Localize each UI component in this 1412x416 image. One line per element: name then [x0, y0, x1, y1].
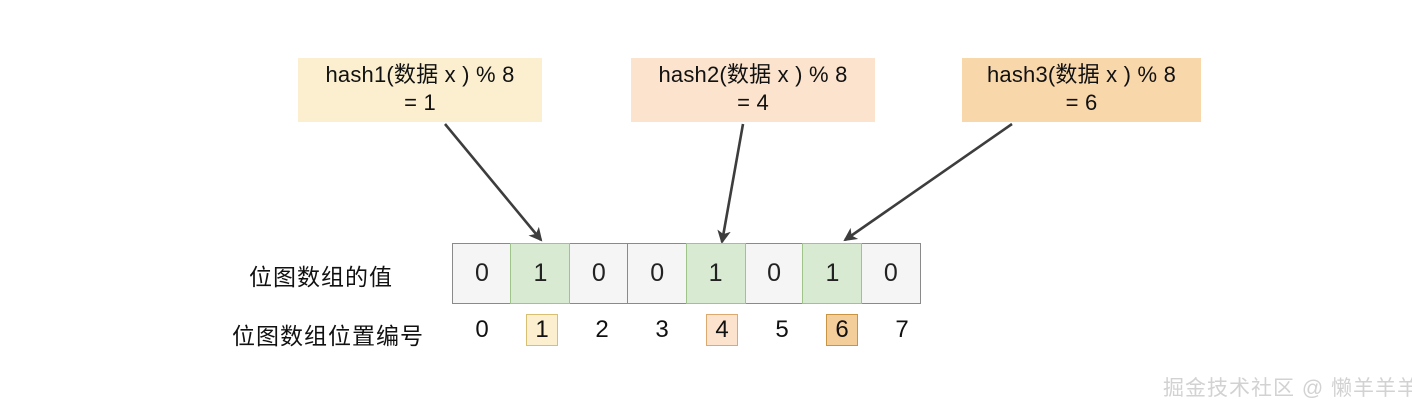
hash3-result: = 6	[1065, 90, 1098, 115]
hash2-label-box: hash2(数据 x ) % 8 = 4	[631, 58, 875, 122]
index-text-3: 3	[655, 316, 669, 343]
bit-cell-6[interactable]: 1	[802, 243, 863, 304]
bitmap-array: 0 1 0 0 1 0 1 0	[452, 243, 921, 304]
hash2-result: = 4	[737, 90, 769, 115]
bitmap-values-row-label: 位图数组的值	[249, 264, 393, 290]
hash3-expression: hash3(数据 x ) % 8	[986, 61, 1177, 87]
index-label-0: 0	[452, 313, 512, 347]
index-text-1: 1	[526, 314, 558, 346]
arrow-hash3-to-bit6	[843, 122, 1013, 242]
arrow-hash1-to-bit1	[443, 123, 543, 242]
bit-cell-3[interactable]: 0	[627, 243, 688, 304]
bitmap-index-row: 0 1 2 3 4 5 6 7	[452, 313, 932, 347]
index-label-7: 7	[872, 313, 932, 347]
index-text-7: 7	[895, 316, 909, 343]
hash1-label-box: hash1(数据 x ) % 8 = 1	[298, 58, 542, 122]
index-label-6: 6	[812, 313, 872, 347]
index-text-6: 6	[826, 314, 858, 346]
hash3-label-box: hash3(数据 x ) % 8 = 6	[962, 58, 1201, 122]
index-label-5: 5	[752, 313, 812, 347]
bit-cell-2[interactable]: 0	[568, 243, 629, 304]
arrow-hash2-to-bit4	[717, 123, 745, 244]
bitmap-indices-row-label: 位图数组位置编号	[232, 323, 424, 349]
hash2-expression: hash2(数据 x ) % 8	[658, 61, 848, 87]
hash1-result: = 1	[404, 90, 436, 115]
hash1-expression: hash1(数据 x ) % 8	[325, 61, 515, 87]
bit-cell-4[interactable]: 1	[685, 243, 746, 304]
bit-cell-0[interactable]: 0	[452, 243, 512, 304]
index-text-4: 4	[706, 314, 738, 346]
bit-cell-1[interactable]: 1	[510, 243, 571, 304]
index-label-1: 1	[512, 313, 572, 347]
index-text-2: 2	[595, 316, 609, 343]
index-label-2: 2	[572, 313, 632, 347]
index-label-4: 4	[692, 313, 752, 347]
index-text-5: 5	[775, 316, 789, 343]
index-label-3: 3	[632, 313, 692, 347]
watermark-text: 掘金技术社区 @ 懒羊羊羊	[1163, 377, 1412, 400]
index-text-0: 0	[475, 316, 489, 343]
bit-cell-7[interactable]: 0	[860, 243, 921, 304]
bit-cell-5[interactable]: 0	[744, 243, 805, 304]
